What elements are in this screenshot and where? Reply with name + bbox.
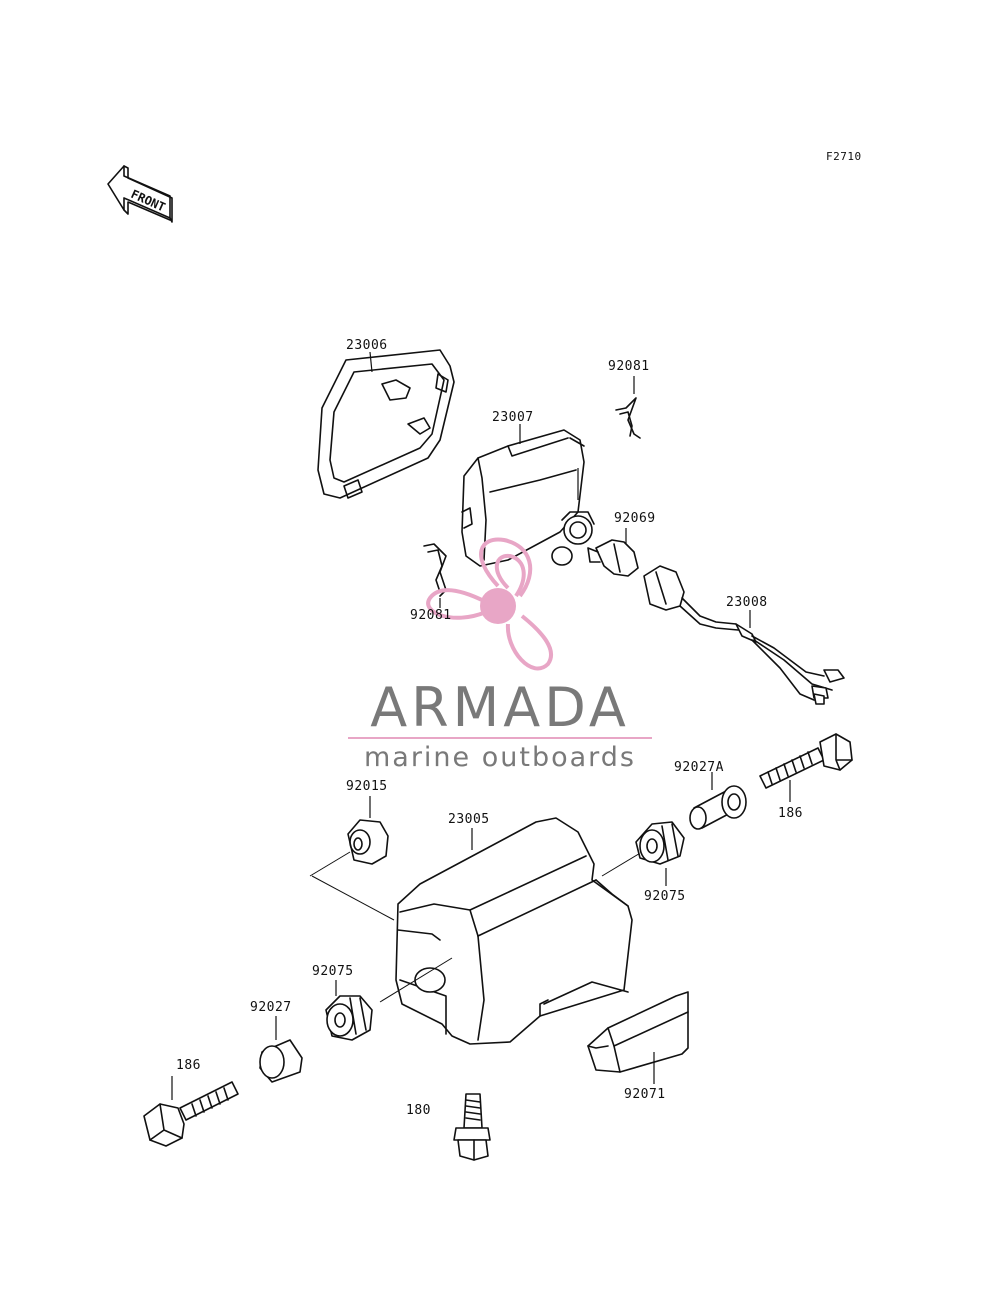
callout-92081-left: 92081 [410,608,452,623]
pad-part [587,991,689,1084]
collar-A-part [689,772,747,830]
callout-92075-left: 92075 [312,964,354,979]
headlight-cover-part [309,817,643,1045]
grommet-right-part [635,821,685,886]
small-bolt-part [453,1093,491,1161]
callout-23008: 23008 [726,595,768,610]
callout-23007: 23007 [492,410,534,425]
headlight-rim-part [317,349,455,499]
socket-harness-part [643,565,845,705]
armada-logo-icon [426,537,554,671]
callout-92027: 92027 [250,1000,292,1015]
front-arrow-icon: FRONT [107,165,173,223]
callout-23006: 23006 [346,338,388,353]
bolt-right-part [759,733,853,802]
watermark-tagline: marine outboards [363,742,636,773]
bolt-left-part [143,1076,239,1147]
callout-92081-top: 92081 [608,359,650,374]
bulb-part [587,528,639,577]
collar-part [259,1016,303,1083]
figure-code: F2710 [826,150,862,163]
callout-92069: 92069 [614,511,656,526]
callout-92071: 92071 [624,1087,666,1102]
grommet-left-part [325,980,373,1041]
callout-92015: 92015 [346,779,388,794]
callout-186-left: 186 [176,1058,201,1073]
lamp-housing-part [461,424,595,567]
spring-clip-top-part [615,376,641,439]
callout-92027A: 92027A [674,760,724,775]
spring-clip-left-part [423,543,447,608]
callout-180: 180 [406,1103,431,1118]
callout-23005: 23005 [448,812,490,827]
grommet-part [347,796,389,865]
callout-92075-right: 92075 [644,889,686,904]
callout-186-right: 186 [778,806,803,821]
watermark-brand: ARMADA [370,676,630,739]
